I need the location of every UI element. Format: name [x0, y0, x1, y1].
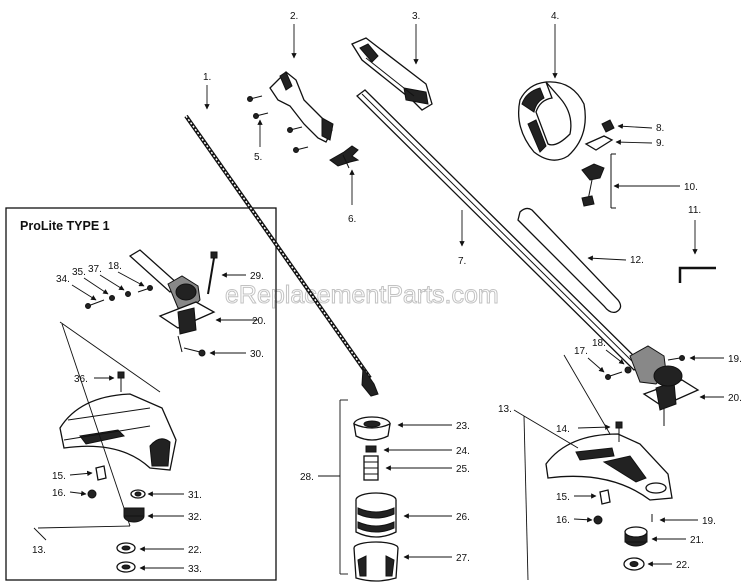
label-27: 27. — [456, 553, 470, 564]
part-7-shaft-tube — [356, 89, 643, 371]
label-16b: 16. — [556, 515, 570, 526]
inset-part-29-bolt — [207, 251, 218, 295]
part-20-gear-head — [629, 345, 700, 426]
part-2-rear-handle — [269, 71, 334, 143]
label-19a: 19. — [728, 354, 742, 365]
part-22-washer — [623, 557, 645, 571]
part-14-screw — [615, 421, 623, 442]
part-21-hub — [624, 526, 648, 547]
label-7: 7. — [458, 256, 466, 267]
part-12-shaft-sleeve — [517, 207, 622, 314]
label-33: 33. — [188, 564, 202, 575]
label-17: 17. — [574, 346, 588, 357]
label-4: 4. — [551, 11, 559, 22]
label-2: 2. — [290, 11, 298, 22]
part-5-screws — [247, 95, 309, 153]
label-18a: 18. — [108, 261, 122, 272]
label-30: 30. — [250, 349, 264, 360]
label-13b: 13. — [498, 404, 512, 415]
inset-title: ProLite TYPE 1 — [20, 219, 110, 233]
label-26: 26. — [456, 512, 470, 523]
inset-part-15-clip — [95, 465, 107, 481]
label-32: 32. — [188, 512, 202, 523]
inset-part-36-screw — [117, 371, 125, 392]
label-20a: 20. — [252, 316, 266, 327]
label-11: 11. — [688, 205, 701, 216]
part-3-handle-bracket — [351, 37, 433, 111]
label-16a: 16. — [52, 488, 66, 499]
label-15a: 15. — [52, 471, 66, 482]
label-6: 6. — [348, 214, 356, 225]
label-22a: 22. — [188, 545, 202, 556]
label-3: 3. — [412, 11, 420, 22]
part-24-spring — [365, 445, 377, 453]
label-13a: 13. — [32, 545, 46, 556]
label-29: 29. — [250, 271, 264, 282]
label-24: 24. — [456, 446, 470, 457]
label-37: 37. — [88, 264, 102, 275]
label-5: 5. — [254, 152, 262, 163]
label-15b: 15. — [556, 492, 570, 503]
label-10: 10. — [684, 182, 698, 193]
inset-part-22-washer — [116, 542, 136, 554]
part-23-bump-knob — [353, 416, 391, 441]
part-15-clip — [599, 489, 611, 505]
label-12: 12. — [630, 255, 644, 266]
label-9: 9. — [656, 138, 664, 149]
label-34: 34. — [56, 274, 70, 285]
label-36: 36. — [74, 374, 88, 385]
part-27-spool-housing — [353, 541, 399, 582]
part-19-screw-top — [667, 355, 685, 361]
part-1-drive-cable — [184, 114, 379, 397]
label-28: 28. — [300, 472, 314, 483]
inset-part-20-gear-head — [128, 249, 216, 335]
label-14: 14. — [556, 424, 570, 435]
part-10-handle-screw-set — [581, 153, 616, 209]
inset-part-33-nut — [116, 561, 136, 573]
label-19b: 19. — [702, 516, 716, 527]
label-18b: 18. — [592, 338, 606, 349]
label-1: 1. — [203, 72, 211, 83]
watermark-text: eReplacementParts.com — [225, 281, 499, 309]
part-6-throttle-knob — [329, 145, 360, 169]
label-31: 31. — [188, 490, 202, 501]
inset-part-31-washer — [130, 489, 146, 499]
part-8-nut — [601, 119, 615, 133]
inset-part-16-nut — [87, 489, 97, 499]
label-21: 21. — [690, 535, 704, 546]
label-8: 8. — [656, 123, 664, 134]
label-23: 23. — [456, 421, 470, 432]
prolite-inset-frame — [5, 207, 277, 581]
part-16-nut — [593, 515, 603, 525]
label-22b: 22. — [676, 560, 690, 571]
inset-part-13-guard — [59, 393, 177, 471]
part-26-spool — [355, 492, 397, 538]
inset-part-30-screw — [177, 335, 206, 357]
inset-part-32-hub — [123, 507, 145, 523]
part-13-guard — [545, 433, 673, 501]
inset-small-screws — [85, 285, 153, 309]
label-20b: 20. — [728, 393, 742, 404]
label-35: 35. — [72, 267, 86, 278]
part-17-18-screws — [605, 366, 632, 380]
part-4-loop-handle — [517, 81, 586, 161]
part-25-insert — [363, 455, 379, 481]
part-9-clamp — [584, 135, 614, 151]
label-25: 25. — [456, 464, 470, 475]
part-11-hex-key — [678, 266, 716, 283]
